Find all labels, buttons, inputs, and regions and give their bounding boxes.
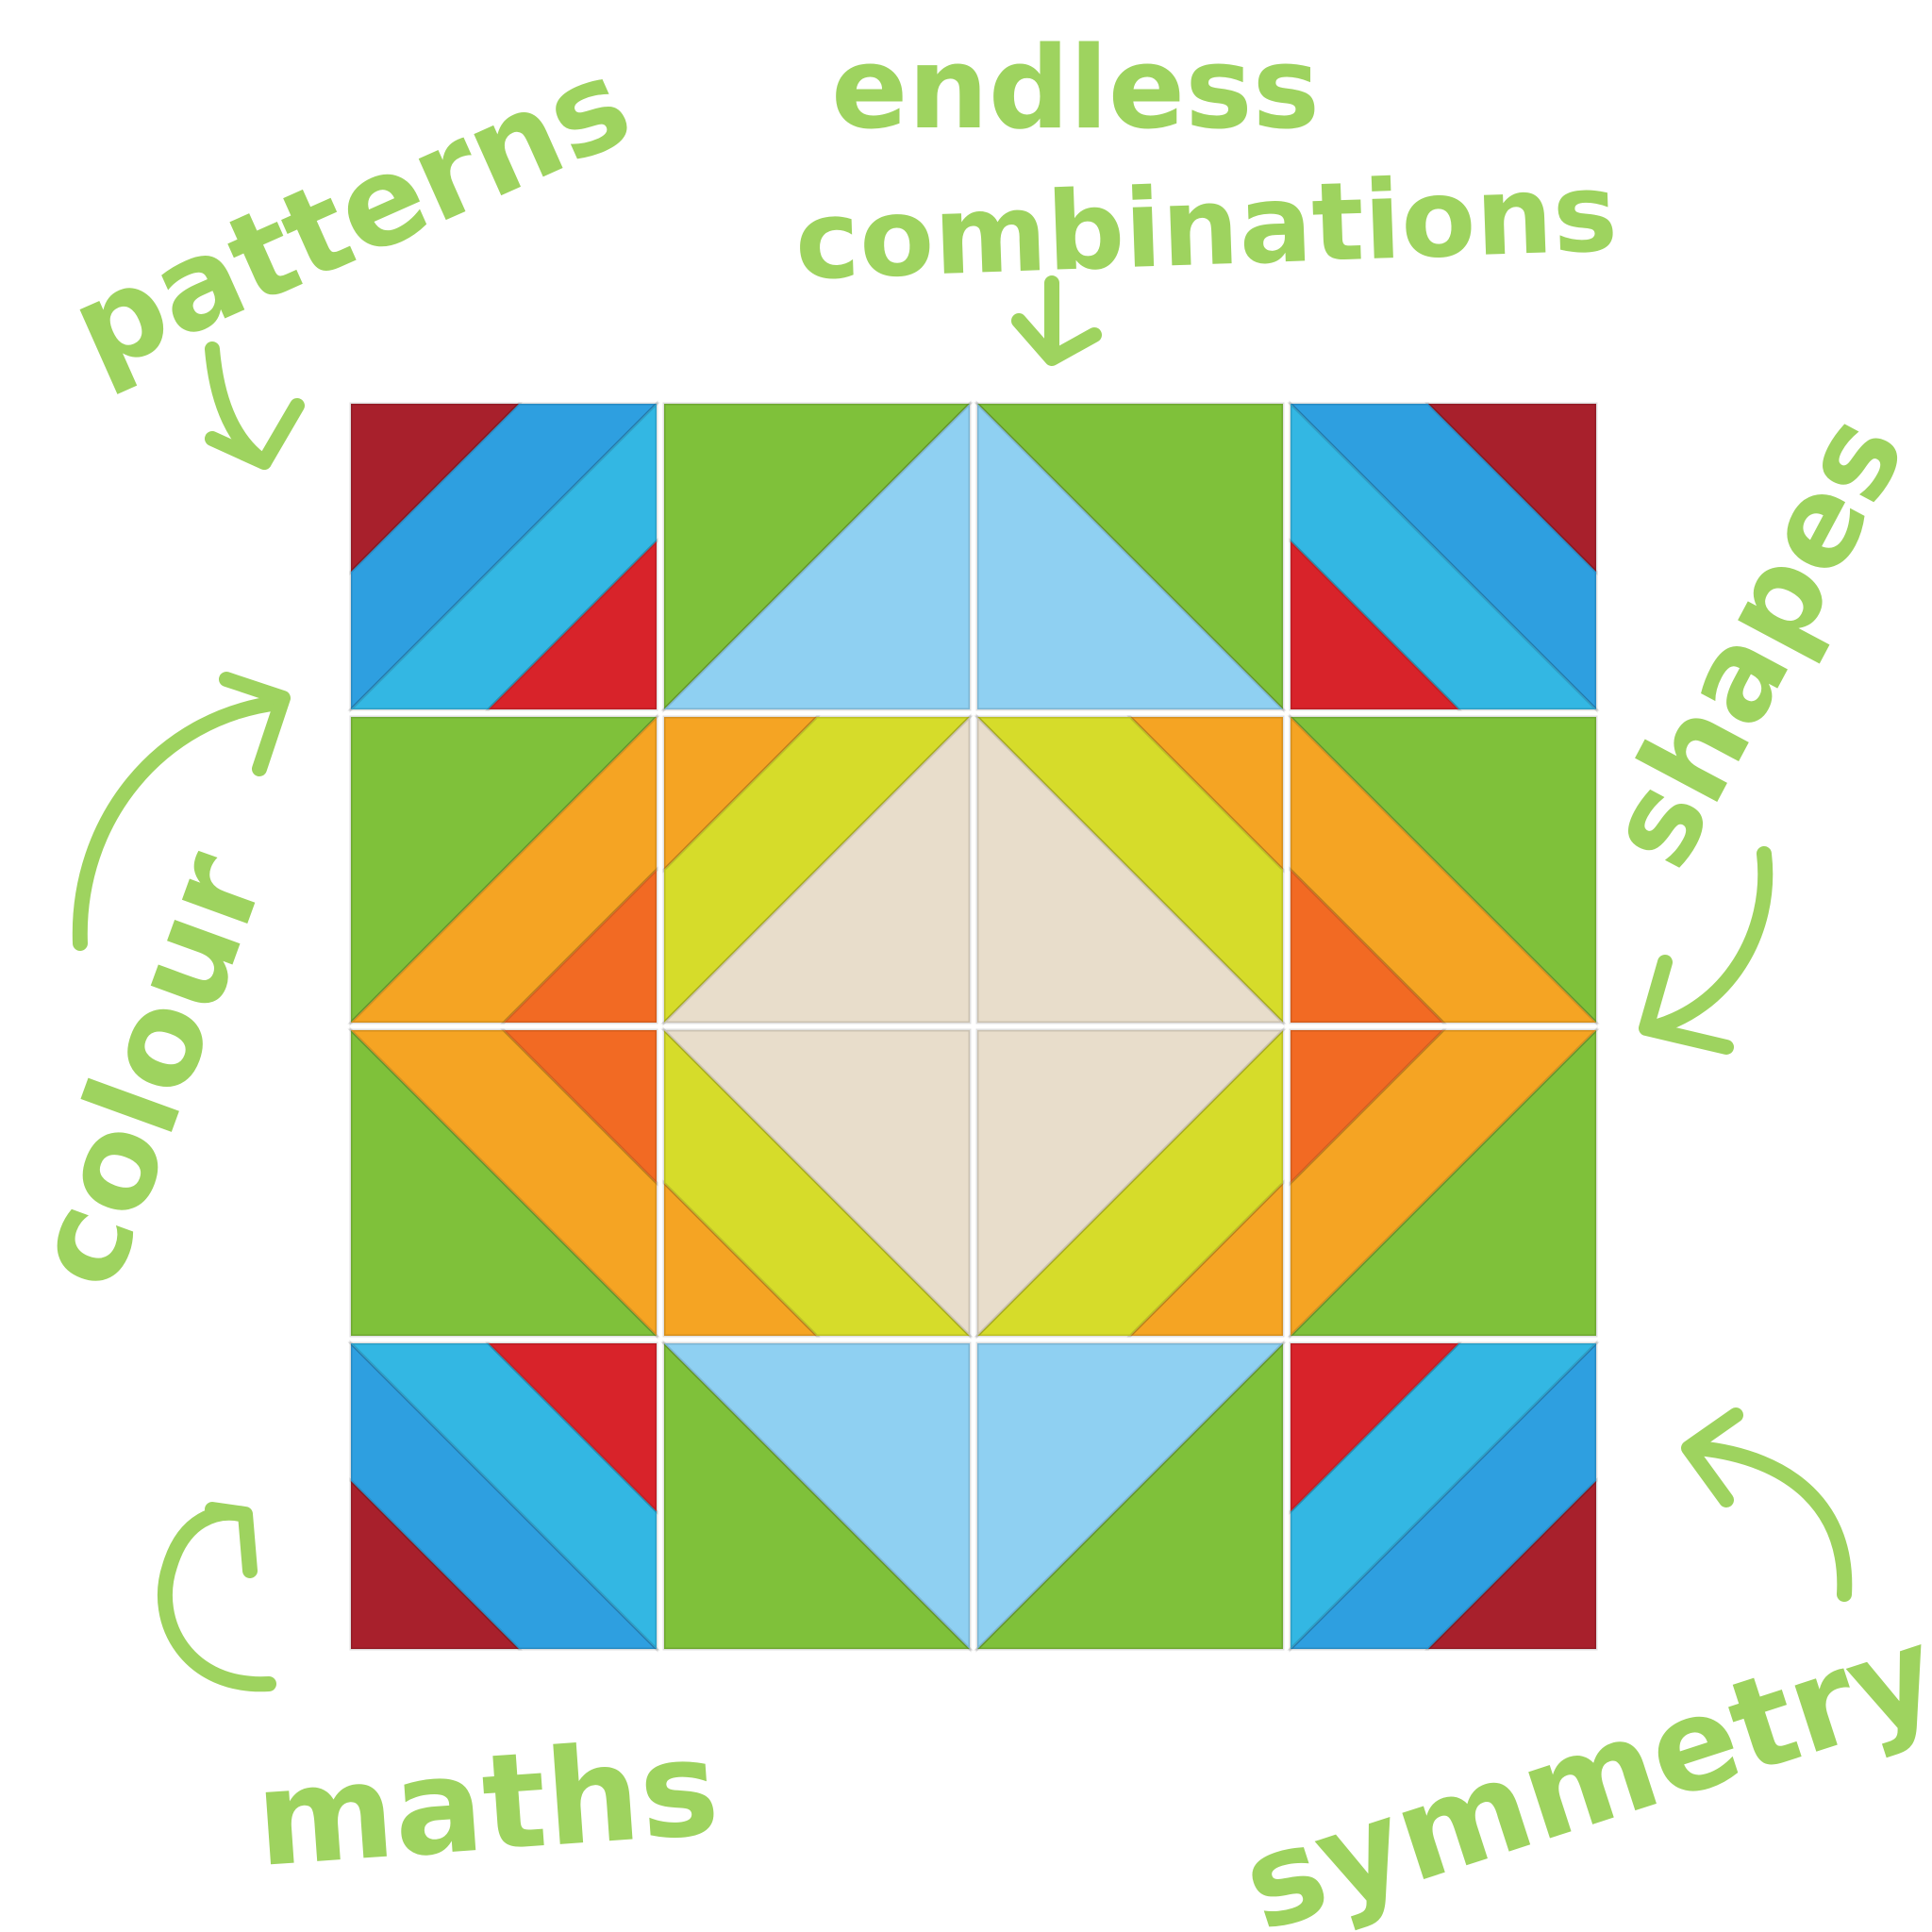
- block-cell: [660, 1340, 974, 1653]
- block-grid: [347, 400, 1600, 1653]
- arrow-symmetry-icon: [1681, 1407, 1853, 1602]
- label-shapes: shapes: [1577, 391, 1932, 889]
- block-piece-natural: [660, 713, 972, 1024]
- block-piece-natural: [975, 1028, 1287, 1340]
- block-piece-light-blue: [660, 400, 972, 711]
- block-cell: [974, 1026, 1287, 1340]
- block-cell: [1287, 1340, 1600, 1653]
- block-piece-natural: [660, 1028, 972, 1340]
- block-piece-orange-red: [1289, 866, 1447, 1024]
- label-endless: endless: [831, 24, 1320, 155]
- block-piece-orange-red: [500, 866, 658, 1024]
- arrow-maths-icon: [157, 1502, 276, 1692]
- block-piece-red: [1289, 538, 1462, 711]
- block-cell: [1287, 713, 1600, 1026]
- block-cell: [974, 1340, 1287, 1653]
- block-piece-dark-red: [1424, 402, 1598, 575]
- block-cell: [347, 400, 660, 713]
- block-cell: [974, 713, 1287, 1026]
- block-cell: [347, 1340, 660, 1653]
- label-colour: colour: [1, 834, 293, 1306]
- block-piece-light-blue: [660, 1341, 972, 1653]
- block-cell: [1287, 400, 1600, 713]
- block-piece-orange-red: [500, 1028, 658, 1187]
- block-cell: [347, 1026, 660, 1340]
- label-patterns: patterns: [51, 30, 650, 402]
- block-piece-red: [485, 538, 658, 711]
- block-cell: [347, 713, 660, 1026]
- block-piece-red: [485, 1341, 658, 1515]
- block-cell: [660, 1026, 974, 1340]
- block-piece-light-blue: [975, 1341, 1287, 1653]
- block-piece-red: [1289, 1341, 1462, 1515]
- block-piece-light-blue: [975, 400, 1287, 711]
- block-piece-natural: [975, 713, 1287, 1024]
- label-combinations: combinations: [793, 150, 1620, 305]
- arrow-patterns-icon: [205, 341, 305, 470]
- arrow-colour-icon: [72, 672, 291, 951]
- block-cell: [660, 713, 974, 1026]
- block-cell: [660, 400, 974, 713]
- block-cell: [1287, 1026, 1600, 1340]
- block-cell: [974, 400, 1287, 713]
- label-maths: maths: [251, 1711, 723, 1897]
- arrow-shapes-icon: [1639, 846, 1774, 1055]
- block-piece-orange-red: [1289, 1028, 1447, 1187]
- arrow-combinations-icon: [1011, 275, 1102, 366]
